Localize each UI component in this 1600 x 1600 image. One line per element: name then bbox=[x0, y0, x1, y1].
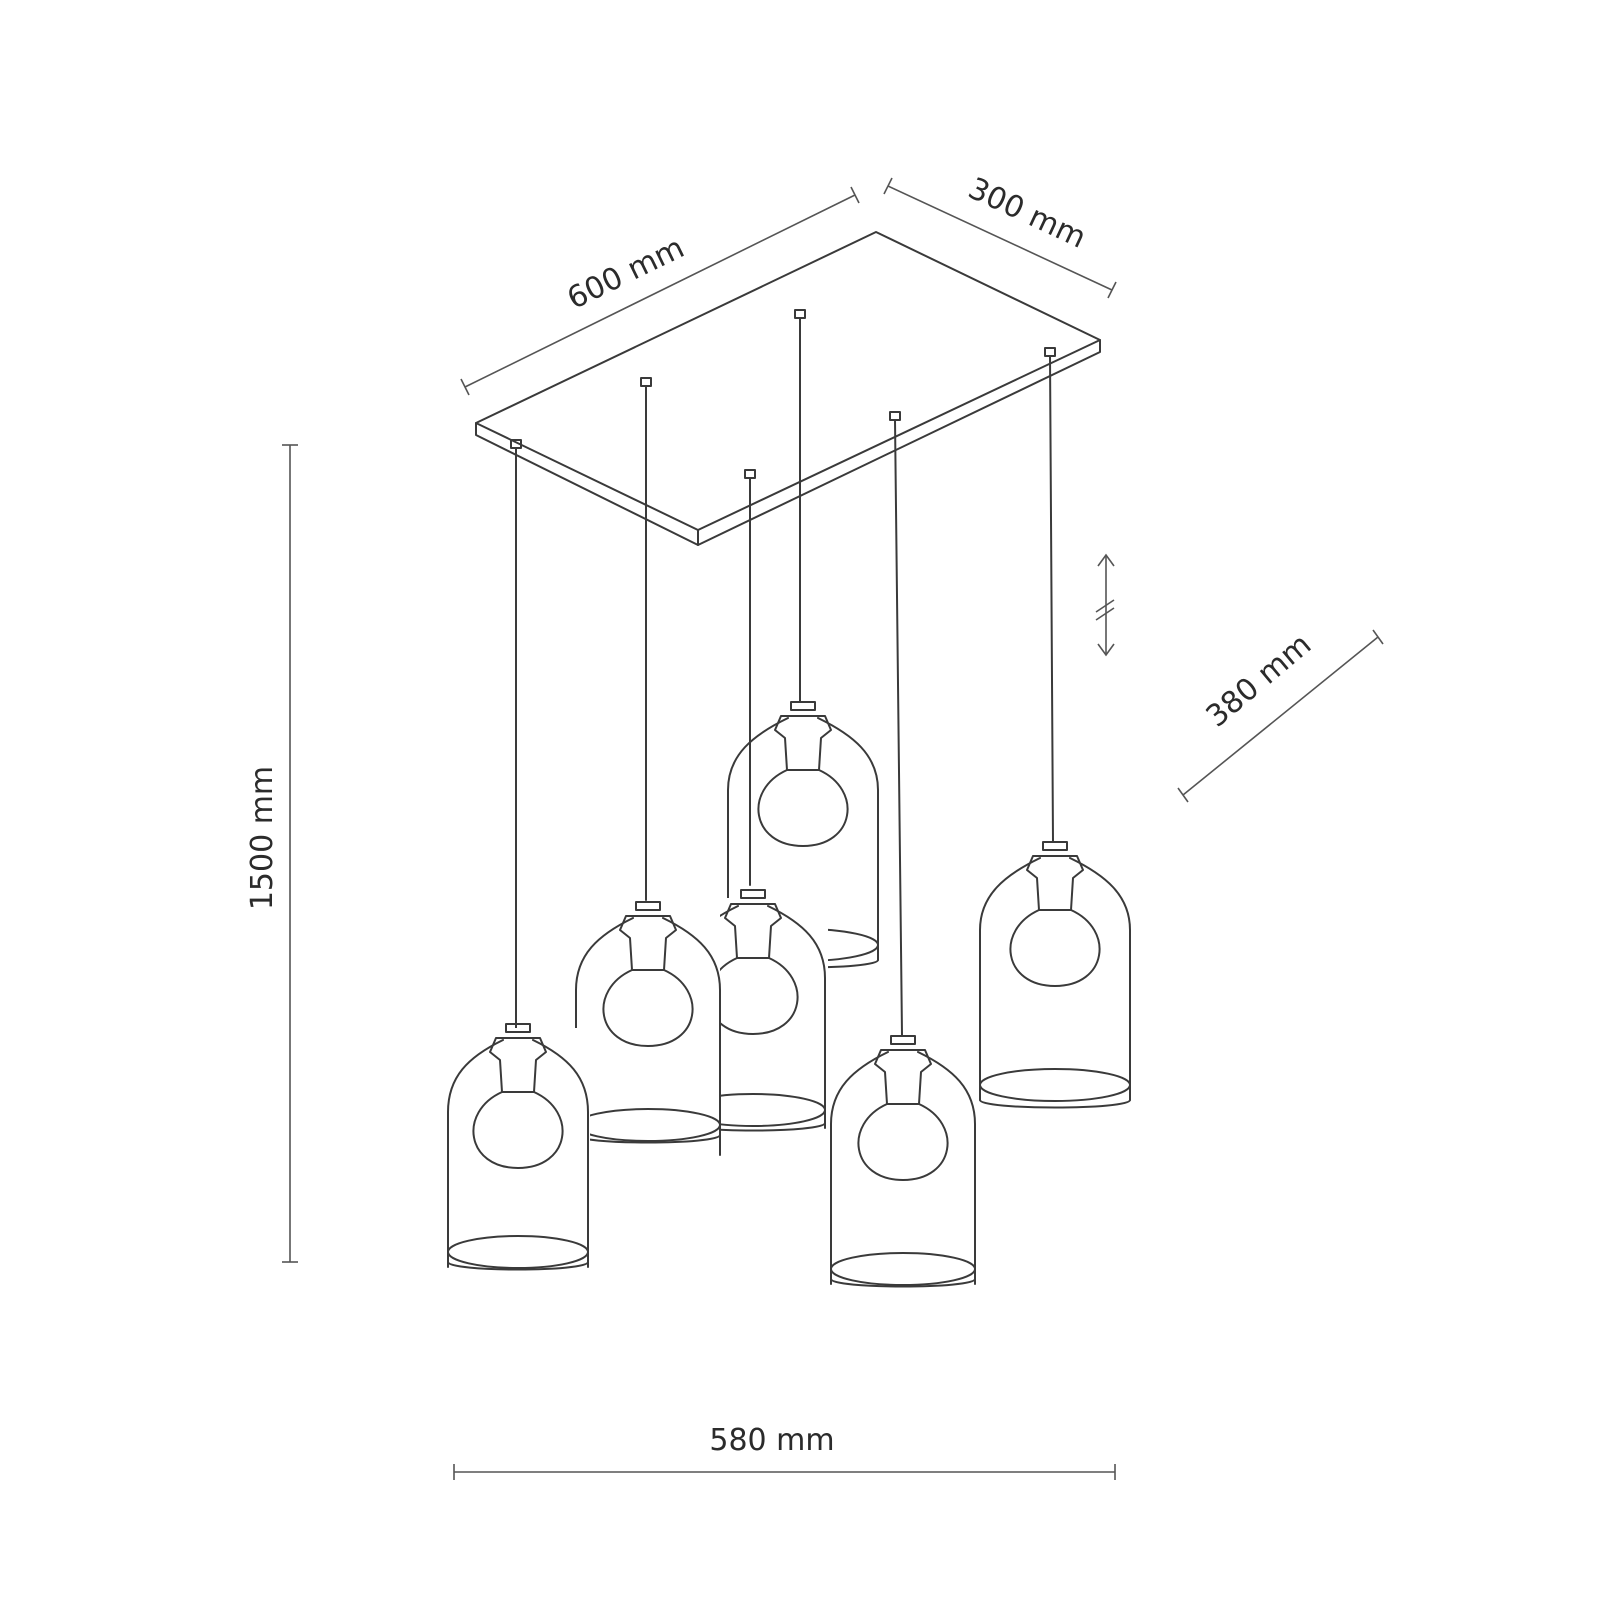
dimension-label-width: 580 mm bbox=[709, 1423, 834, 1458]
dimension-height: 1500 mm bbox=[245, 444, 298, 1263]
dimension-label-shade-spread: 380 mm bbox=[1200, 627, 1318, 734]
dimension-label-depth: 300 mm bbox=[963, 171, 1091, 256]
ceiling-canopy bbox=[475, 231, 1101, 546]
dimension-depth: 300 mm bbox=[883, 171, 1117, 299]
pendant-shade bbox=[828, 1035, 978, 1330]
cables bbox=[510, 309, 1056, 1036]
adjustable-height-icon bbox=[1095, 553, 1115, 657]
dimension-shade-spread: 380 mm bbox=[1177, 627, 1384, 803]
dimension-label-length: 600 mm bbox=[562, 230, 690, 316]
dimension-width: 580 mm bbox=[453, 1423, 1116, 1480]
pendant-shades bbox=[446, 701, 1131, 1330]
pendant-shade bbox=[979, 841, 1131, 1109]
dimension-label-height: 1500 mm bbox=[245, 766, 280, 910]
pendant-shade bbox=[575, 901, 721, 1196]
pendant-shade bbox=[446, 1023, 590, 1318]
